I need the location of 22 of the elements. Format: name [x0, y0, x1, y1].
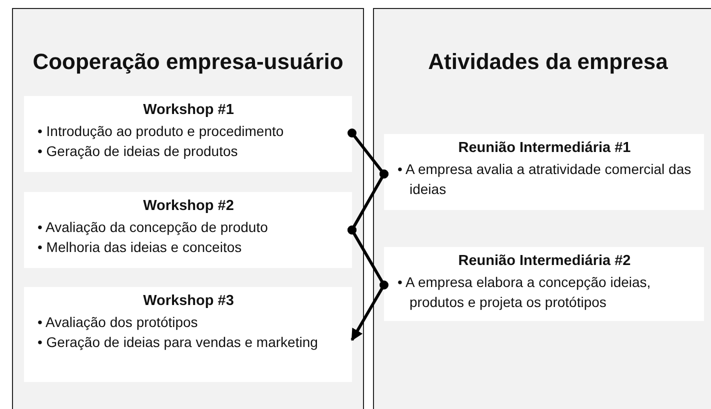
card-title: Workshop #1 [142, 102, 235, 118]
card-title: Workshop #3 [142, 292, 235, 308]
bullet-item: • Geração de ideias de produtos [36, 142, 239, 160]
activity-card [24, 192, 352, 268]
activity-card [24, 286, 352, 382]
column-panel [12, 8, 364, 409]
column-heading: Cooperação empresa-usuário [32, 49, 344, 75]
bullet-item: • Avaliação da concepção de produto [36, 218, 269, 236]
activity-card [384, 134, 704, 210]
bullet-item: • Avaliação dos protótipos [36, 312, 199, 332]
bullet-item: • Introdução ao produto e procedimento [36, 122, 285, 140]
column-heading: Atividades da empresa [427, 49, 669, 75]
card-title: Workshop #2 [142, 198, 235, 214]
activity-card [384, 246, 704, 320]
bullet-item: • Melhoria das ideias e conceitos [36, 238, 243, 256]
card-title: Reunião Intermediária #2 [457, 252, 632, 268]
column-panel [373, 8, 711, 409]
bullet-item: • A empresa elabora a concepção ideias, produtos e projeta os protótipos [396, 272, 652, 312]
activity-card [24, 96, 352, 172]
bullet-item: • Geração de ideias para vendas e marketing [36, 332, 319, 352]
bullet-item: • A empresa avalia a atratividade comercial das ideias [396, 160, 692, 198]
card-title: Reunião Intermediária #1 [457, 140, 632, 156]
